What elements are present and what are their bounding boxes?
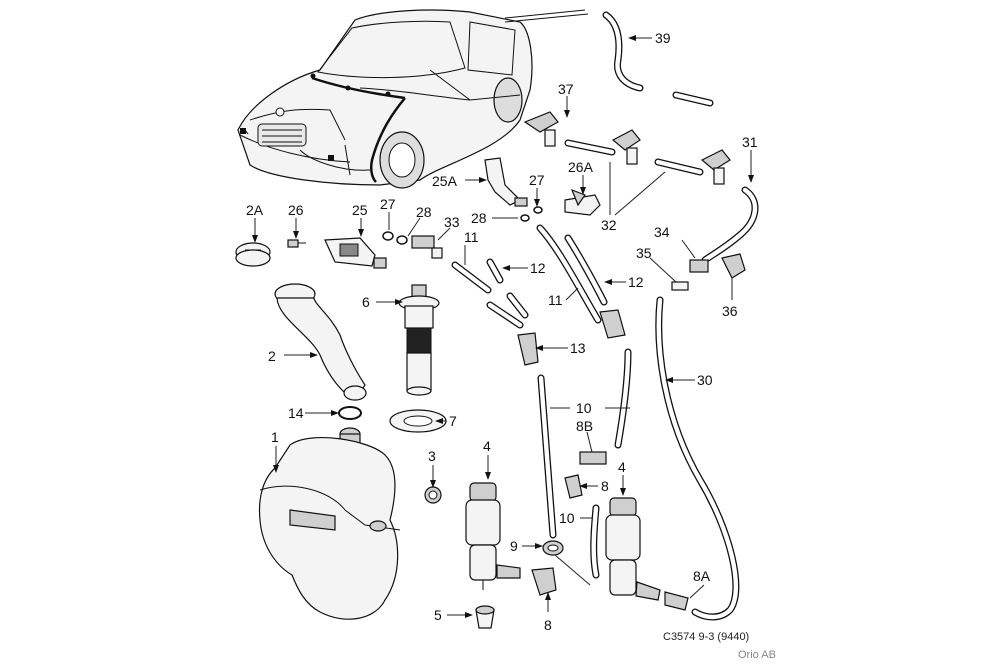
grommet-3 xyxy=(424,486,442,504)
check-valve-34-35 xyxy=(671,259,709,291)
label-3: 3 xyxy=(428,448,436,464)
label-8-middle: 8 xyxy=(601,478,609,494)
label-2: 2 xyxy=(268,348,276,364)
connectors-8 xyxy=(531,451,689,611)
label-10-lower: 10 xyxy=(559,510,575,526)
seal-7 xyxy=(389,409,447,433)
label-25: 25 xyxy=(352,202,368,218)
clip-36 xyxy=(721,253,746,279)
valve-33 xyxy=(411,235,443,259)
label-14: 14 xyxy=(288,405,304,421)
label-36: 36 xyxy=(722,303,738,319)
hoses xyxy=(451,11,759,621)
label-7: 7 xyxy=(449,413,457,429)
label-26: 26 xyxy=(288,202,304,218)
label-4-right: 4 xyxy=(618,459,626,475)
label-2A: 2A xyxy=(246,202,264,218)
label-28-right: 28 xyxy=(471,210,487,226)
label-12-right: 12 xyxy=(628,274,644,290)
label-39: 39 xyxy=(655,30,671,46)
label-34: 34 xyxy=(654,224,670,240)
label-27-left: 27 xyxy=(380,196,396,212)
label-5: 5 xyxy=(434,607,442,623)
label-8B: 8B xyxy=(576,418,593,434)
label-13: 13 xyxy=(570,340,586,356)
o-ring-14 xyxy=(338,406,362,420)
label-37: 37 xyxy=(558,81,574,97)
leader-lines xyxy=(252,35,754,618)
label-30: 30 xyxy=(697,372,713,388)
screw-26 xyxy=(287,239,306,248)
filler-neck-2 xyxy=(274,283,367,401)
clamp-9 xyxy=(542,540,564,556)
label-10-upper: 10 xyxy=(576,400,592,416)
reservoir-cap-2A xyxy=(235,242,271,267)
clip-26A xyxy=(564,188,601,216)
label-32: 32 xyxy=(601,217,617,233)
label-25A: 25A xyxy=(432,173,458,189)
label-35: 35 xyxy=(636,245,652,261)
label-33: 33 xyxy=(444,214,460,230)
label-6: 6 xyxy=(362,294,370,310)
label-9: 9 xyxy=(510,538,518,554)
washer-pump-4-left xyxy=(465,482,521,590)
publisher-credit: Orio AB xyxy=(738,649,776,661)
nozzles-37 xyxy=(523,111,731,185)
grommet-5 xyxy=(475,605,495,629)
label-26A: 26A xyxy=(568,159,594,175)
part-number-labels: 39 37 31 26A 27 25A 32 2A 26 25 27 28 33… xyxy=(246,30,758,633)
label-4-left: 4 xyxy=(483,438,491,454)
reservoir-tank-1 xyxy=(258,427,401,620)
label-11-lower: 11 xyxy=(548,292,563,308)
washer-pump-4-right xyxy=(605,497,661,601)
label-8-bottom: 8 xyxy=(544,617,552,633)
car-illustration xyxy=(237,9,589,189)
label-11-upper: 11 xyxy=(464,229,479,245)
label-31: 31 xyxy=(742,134,758,150)
t-connectors-13 xyxy=(517,309,626,366)
label-28-left: 28 xyxy=(416,204,432,220)
connector-25A xyxy=(484,157,528,207)
label-12-left: 12 xyxy=(530,260,546,276)
label-8A: 8A xyxy=(693,568,711,584)
label-1: 1 xyxy=(271,429,279,445)
o-rings-27-28 xyxy=(382,206,543,245)
drawing-code: C3574 9-3 (9440) xyxy=(663,631,749,643)
pump-module-6 xyxy=(398,284,440,396)
level-sensor-25 xyxy=(324,237,387,269)
label-27-upper: 27 xyxy=(529,172,545,188)
